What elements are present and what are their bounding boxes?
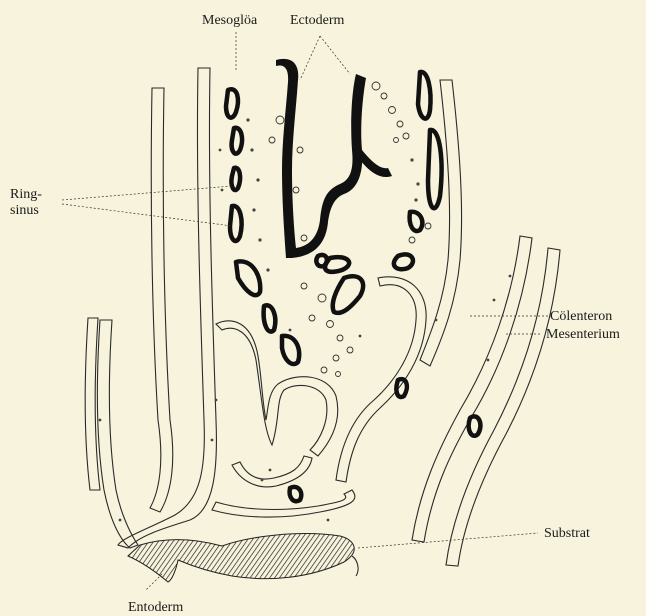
entoderm-folds (212, 277, 426, 517)
label-ectoderm: Ectoderm (290, 13, 345, 28)
label-entoderm: Entoderm (128, 600, 183, 615)
substrat-mass (128, 534, 358, 582)
leader-lines (62, 32, 548, 590)
label-mesenterium: Mesenterium (546, 327, 620, 342)
left-outer-wall (85, 68, 216, 548)
label-coelenteron: Cölenteron (550, 309, 612, 324)
label-ring: Ring- (10, 187, 42, 202)
ectoderm-pharynx (276, 59, 392, 258)
label-sinus: sinus (10, 203, 39, 218)
label-substrat: Substrat (544, 526, 590, 541)
right-outer-wall (412, 80, 560, 566)
label-mesogloea: Mesoglöa (202, 13, 258, 28)
